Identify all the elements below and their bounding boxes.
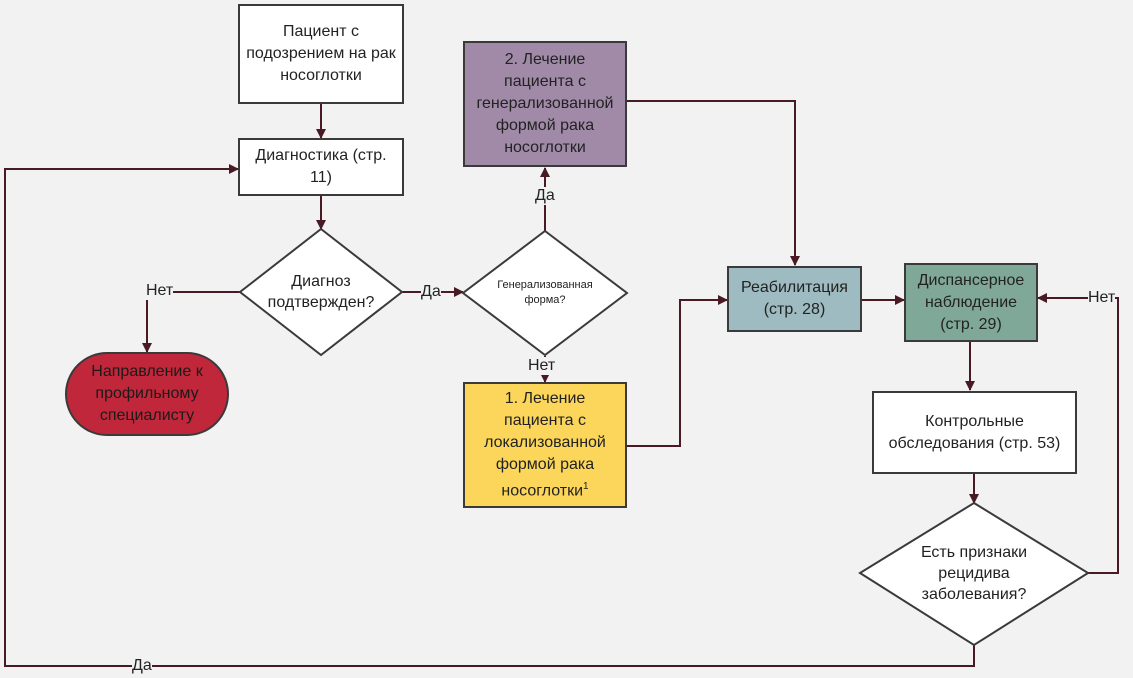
node-treat-generalized: 2. Лечение пациента с генерализованной ф…	[463, 41, 627, 167]
node-suspect: Пациент с подозрением на рак носоглотки	[238, 4, 404, 104]
edge-label-yes-relapse: Да	[132, 657, 152, 675]
edge-label-yes-right: Да	[421, 283, 441, 301]
node-referral: Направление к профильному специалисту	[65, 352, 229, 436]
edge-relapse-no-to-dispensary	[1037, 293, 1119, 574]
node-control: Контрольные обследования (стр. 53)	[872, 391, 1077, 474]
decision-generalized-label: Генерализованная форма?	[497, 279, 593, 306]
edge-treat-generalized-to-rehab	[627, 100, 800, 266]
edge-label-no-down: Нет	[528, 357, 556, 375]
decision-diag-confirmed-shape	[238, 227, 404, 357]
decision-relapse-shape	[858, 501, 1090, 647]
edge-treat-local-to-rehab	[627, 295, 728, 447]
node-dispensary: Диспансерное наблюдение (стр. 29)	[904, 263, 1038, 342]
node-diagnostics: Диагностика (стр. 11)	[238, 138, 404, 196]
edge-diag-no-to-referral	[142, 291, 240, 353]
edge-label-yes-up: Да	[535, 187, 555, 205]
decision-relapse-label: Есть признаки рецидива заболевания?	[920, 543, 1028, 603]
decision-diag-confirmed-label: Диагноз подтвержден?	[267, 273, 375, 311]
edge-label-no-relapse: Нет	[1088, 289, 1116, 307]
edge-relapse-yes-to-diagnostics	[4, 164, 975, 667]
node-rehab: Реабилитация (стр. 28)	[727, 266, 862, 332]
node-treat-local-text: 1. Лечение пациента с локализованной фор…	[484, 389, 606, 500]
decision-generalized-shape	[461, 229, 629, 357]
node-treat-local: 1. Лечение пациента с локализованной фор…	[463, 382, 627, 508]
edge-label-no-left: Нет	[146, 282, 174, 300]
